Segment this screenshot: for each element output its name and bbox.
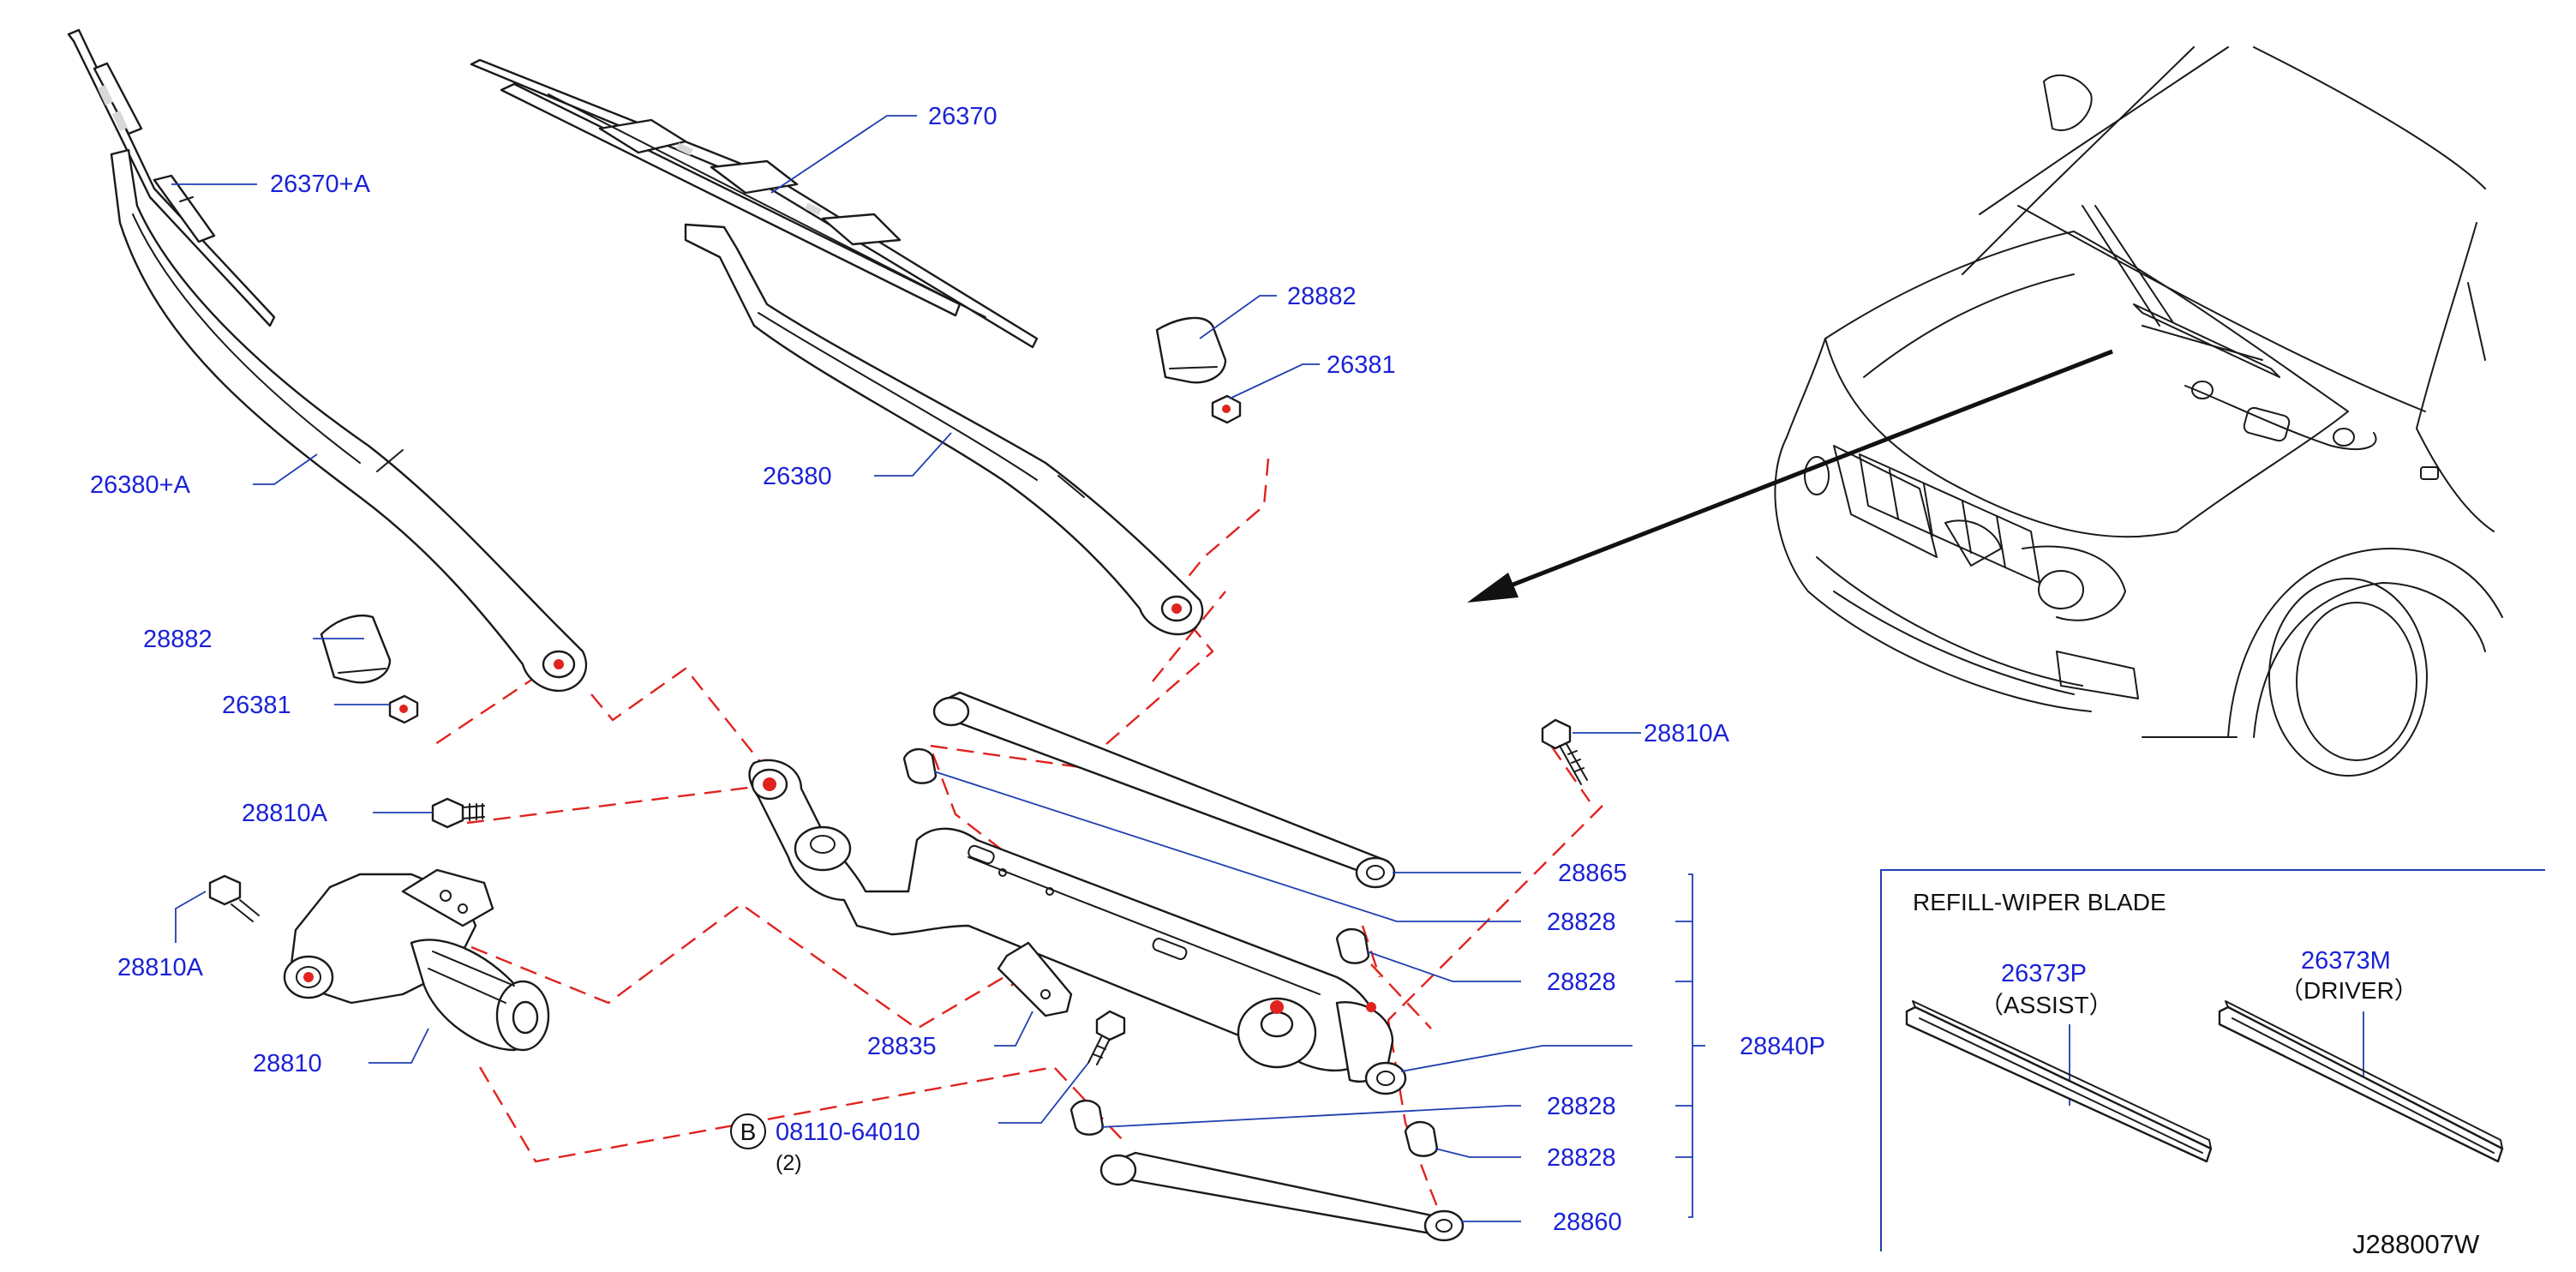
callout-26373p: 26373P xyxy=(2001,960,2087,987)
callout-28810a-right: 28810A xyxy=(1644,720,1730,747)
callout-28828-1: 28828 xyxy=(1547,909,1616,936)
refill-strip-assist xyxy=(1905,1000,2213,1163)
leader-lines xyxy=(171,115,1705,1222)
pivot-cap-left xyxy=(320,615,392,684)
callout-26380a: 26380+A xyxy=(90,471,191,499)
bolt-marker-circle xyxy=(730,1113,766,1149)
callout-28865: 28865 xyxy=(1558,860,1627,887)
bushing-28828-2 xyxy=(1335,927,1370,964)
callout-labels: 26370+A 26370 26380+A 26380 28882 26381 … xyxy=(90,103,1825,1236)
callout-28835: 28835 xyxy=(867,1033,937,1060)
callout-28882-top: 28882 xyxy=(1287,283,1357,310)
callout-26380: 26380 xyxy=(763,463,832,490)
callout-28810: 28810 xyxy=(253,1050,322,1077)
callout-26381-top: 26381 xyxy=(1327,351,1396,379)
callout-26370: 26370 xyxy=(928,103,997,130)
wiper-blade-26370a xyxy=(67,28,276,327)
bolt-28810a-right xyxy=(1541,718,1588,785)
wiper-arm-26380a xyxy=(110,148,588,693)
wiper-arm-26380 xyxy=(684,223,1204,636)
callout-28840p: 28840P xyxy=(1740,1033,1825,1060)
callout-28828-3: 28828 xyxy=(1547,1093,1616,1120)
bolt-marker: B xyxy=(740,1119,757,1145)
pivot-nut-left xyxy=(388,694,419,724)
wiper-motor-28810 xyxy=(283,868,550,1052)
vehicle-illustration xyxy=(1467,46,2503,777)
refill-driver-label: （DRIVER） xyxy=(2279,977,2418,1004)
callout-28828-4: 28828 xyxy=(1547,1144,1616,1172)
callout-28810a-left: 28810A xyxy=(117,954,204,981)
bushing-28828-3 xyxy=(1069,1099,1105,1136)
callout-08110-64010: 08110-64010 xyxy=(776,1119,920,1146)
bolt-08110-64010 xyxy=(1087,1010,1126,1065)
bushing-28828-4 xyxy=(1404,1120,1439,1157)
callout-28882-left: 28882 xyxy=(143,626,213,653)
diagram-id: J288007W xyxy=(2352,1229,2480,1259)
bolt-28810a-mid xyxy=(431,797,485,829)
refill-strip-driver xyxy=(2218,1000,2504,1163)
callout-26373m: 26373M xyxy=(2301,947,2391,975)
bolt-28810a-left xyxy=(208,874,260,922)
callout-28860: 28860 xyxy=(1553,1209,1622,1236)
callout-26381-left: 26381 xyxy=(222,692,291,719)
callout-28810a-mid: 28810A xyxy=(242,800,328,827)
refill-panel-title: REFILL-WIPER BLADE xyxy=(1913,889,2166,915)
wiper-blade-26370 xyxy=(470,58,1039,349)
callout-26370a: 26370+A xyxy=(270,171,371,198)
refill-wiper-blade-panel: REFILL-WIPER BLADE 26373P （ASSIST） 26373… xyxy=(1880,869,2545,1251)
refill-assist-label: （ASSIST） xyxy=(1980,992,2113,1018)
bushing-28828-1 xyxy=(902,747,938,784)
wiper-linkage-28840p xyxy=(748,691,1465,1242)
callout-28828-2: 28828 xyxy=(1547,969,1616,996)
pivot-cap-top xyxy=(1155,316,1227,384)
bolt-quantity: (2) xyxy=(776,1151,802,1175)
pivot-nut-top xyxy=(1211,394,1242,424)
